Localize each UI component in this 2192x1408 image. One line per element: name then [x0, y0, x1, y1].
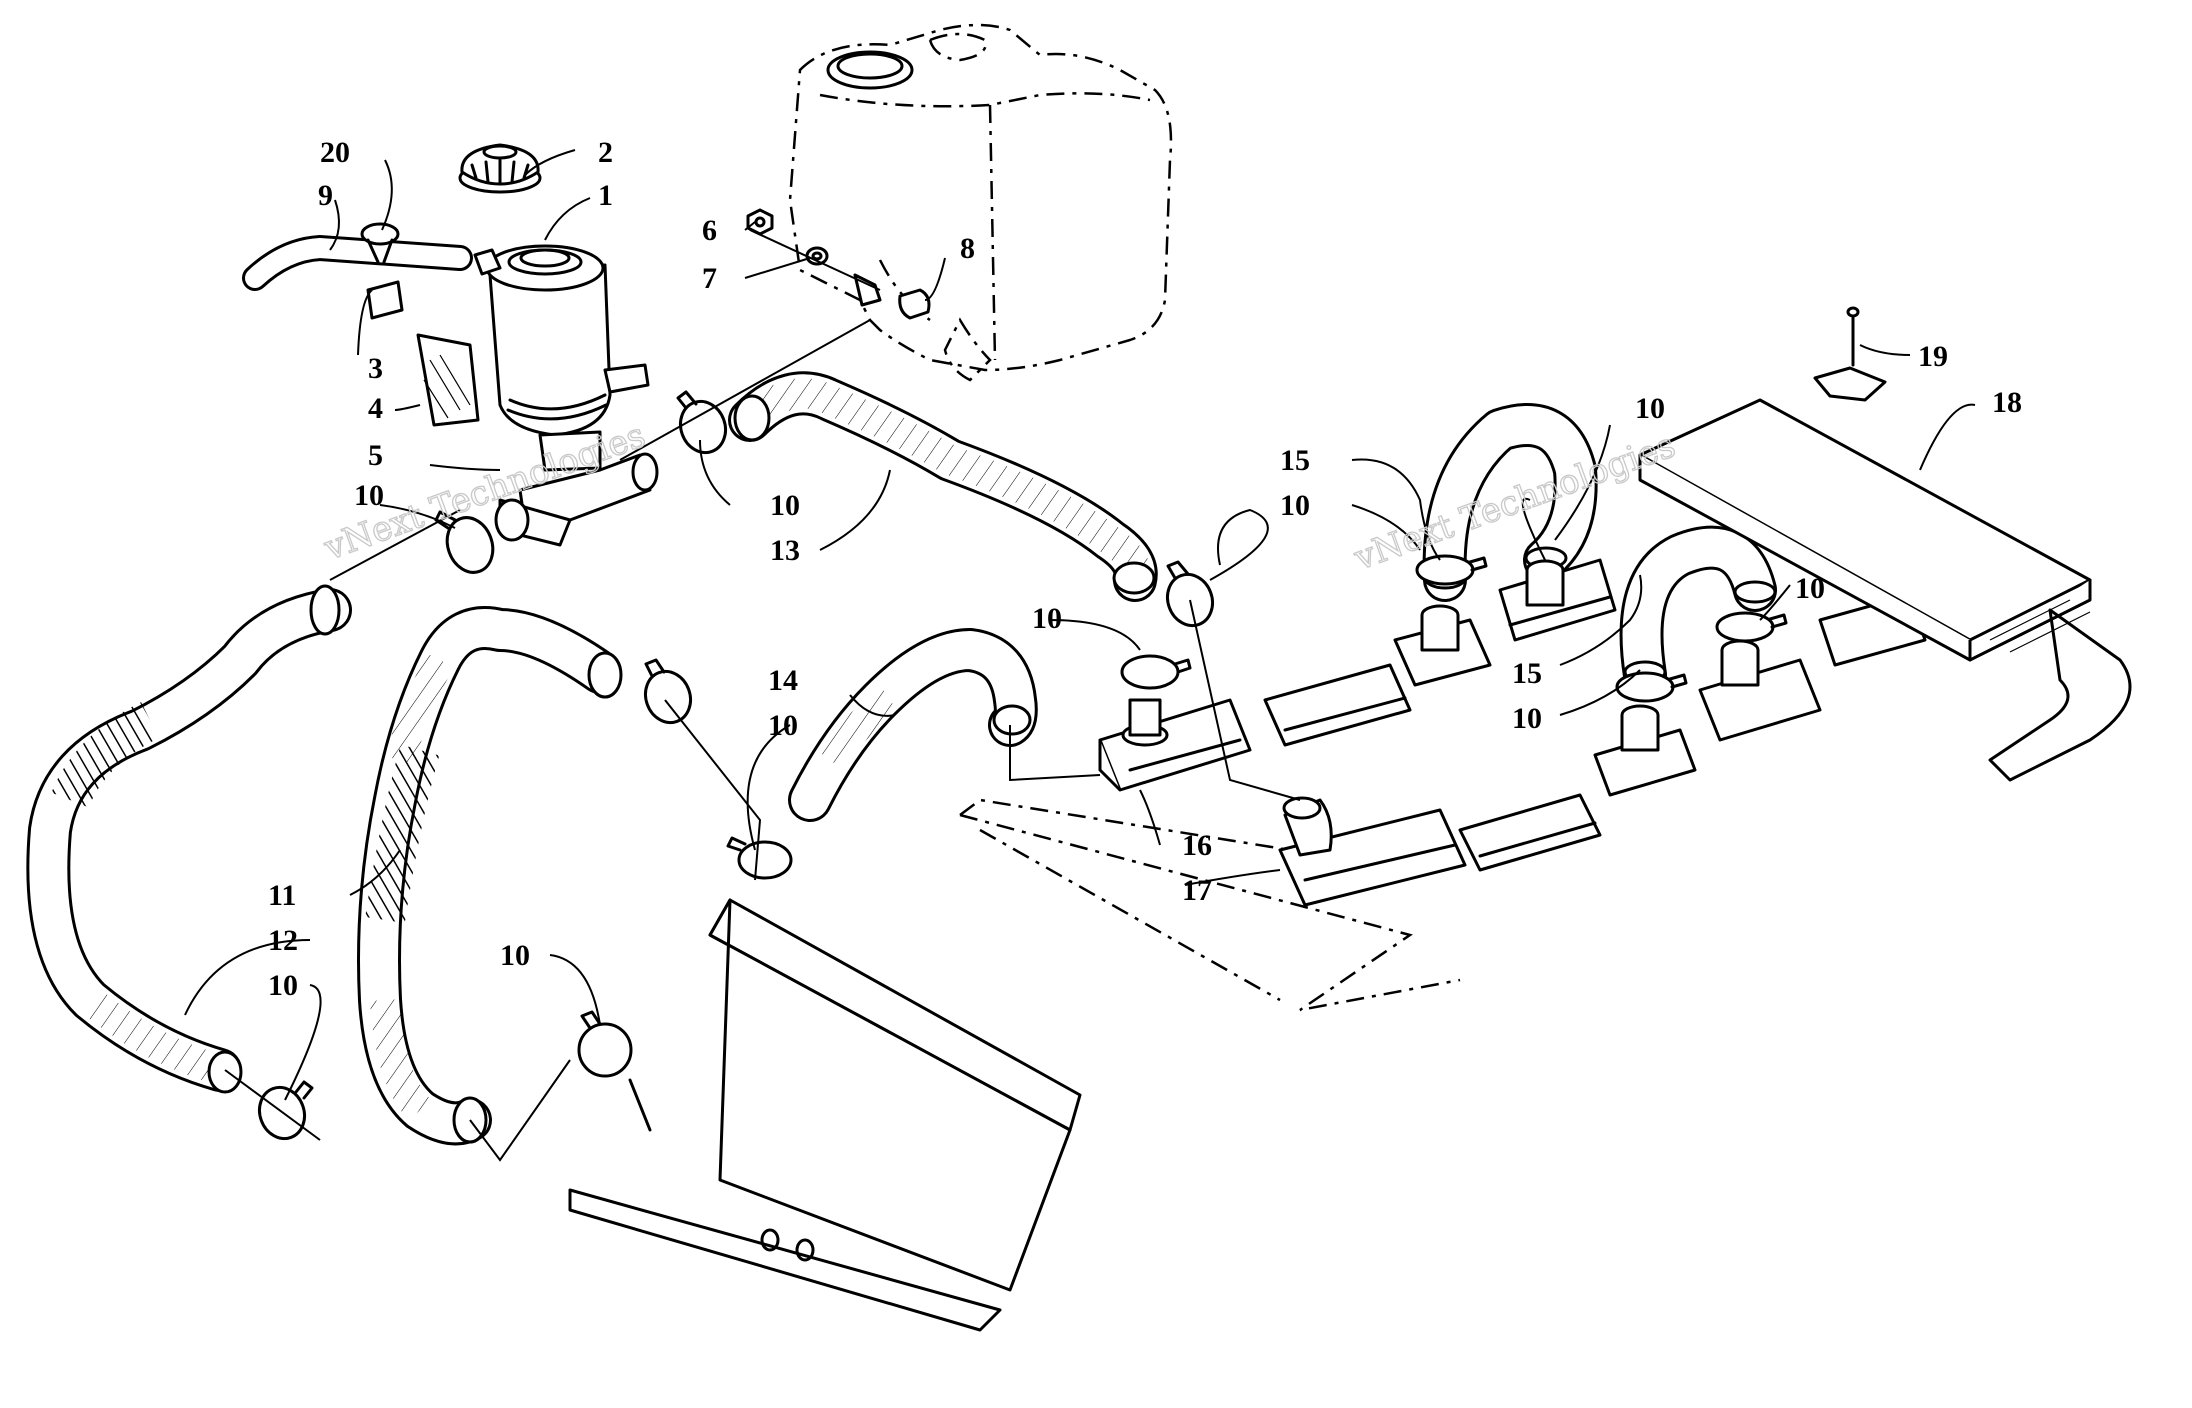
callout-2: 2 [598, 136, 613, 169]
callout-19: 19 [1918, 340, 1948, 373]
callout-10-surge: 10 [354, 479, 384, 512]
callout-16: 16 [1182, 829, 1212, 862]
callout-15-front: 15 [1512, 657, 1542, 690]
callout-3: 3 [368, 352, 383, 385]
callout-14: 14 [768, 664, 798, 697]
hose-13 [728, 371, 1158, 602]
callout-5: 5 [368, 439, 383, 472]
callout-10-right: 10 [1795, 572, 1825, 605]
callout-17: 17 [1182, 874, 1212, 907]
heat-exchanger-rear-left [1263, 663, 1412, 747]
radiator-cap [458, 143, 542, 194]
hose-11 [357, 606, 623, 1146]
clamp-10-hose11-upper [643, 658, 693, 725]
callout-10-hose11: 10 [500, 939, 530, 972]
frame-phantom [959, 798, 1461, 1012]
callout-1: 1 [598, 179, 613, 212]
callout-6: 6 [702, 214, 717, 247]
surge-tank [473, 244, 650, 472]
center-lines [224, 319, 1301, 1162]
callout-18: 18 [1992, 386, 2022, 419]
callout-labels: 1 2 3 4 5 6 7 8 9 20 10 10 13 15 10 10 1… [268, 136, 2022, 1002]
hose-15-front [1619, 525, 1777, 697]
callout-20: 20 [320, 136, 350, 169]
hose-12 [26, 584, 352, 1094]
callout-11: 11 [268, 879, 296, 912]
clamp-10-hose15-rear [1415, 554, 1488, 586]
rivet-and-bracket-19 [1813, 306, 1887, 402]
overflow-clamp [360, 222, 400, 264]
callout-10-front: 10 [1512, 702, 1542, 735]
clamp-10-hose13-lower [1165, 560, 1215, 628]
rear-heat-exchanger-18 [1638, 398, 2132, 782]
callout-13: 13 [770, 534, 800, 567]
clamp-10-hose15-front-b [1715, 611, 1788, 643]
callout-10-hose14: 10 [768, 709, 798, 742]
callout-10-top: 10 [1635, 392, 1665, 425]
heat-exchanger-17 [1278, 796, 1467, 907]
tank-nipple [853, 273, 931, 320]
callout-10-hose13: 10 [770, 489, 800, 522]
decal-large [416, 333, 480, 427]
callout-10-rear: 10 [1280, 489, 1310, 522]
callout-15-rear: 15 [1280, 444, 1310, 477]
front-heat-exchanger [568, 898, 1082, 1332]
hose-14 [788, 628, 1038, 822]
clamp-10-hose14 [726, 836, 793, 880]
callout-10-hose12: 10 [268, 969, 298, 1002]
heat-exchanger-16 [1098, 698, 1252, 792]
callout-7: 7 [702, 262, 717, 295]
overflow-hose [242, 234, 473, 291]
coolant-tank [788, 23, 1173, 382]
clamp-10-hose11-lower [577, 1010, 633, 1078]
callout-4: 4 [368, 392, 383, 425]
spigots [1420, 559, 1760, 752]
callout-10-he16: 10 [1032, 602, 1062, 635]
clamp-10-hose13-upper [676, 390, 728, 455]
clamp-10-heat-exchanger [1120, 654, 1192, 690]
callout-8: 8 [960, 232, 975, 265]
callout-9: 9 [318, 179, 333, 212]
decal-small [366, 280, 404, 320]
callout-12: 12 [268, 924, 298, 957]
clamp-10-hose15-front-a [1615, 671, 1688, 703]
outlet-tee [494, 452, 659, 547]
callout-leaders [184, 149, 1976, 1101]
